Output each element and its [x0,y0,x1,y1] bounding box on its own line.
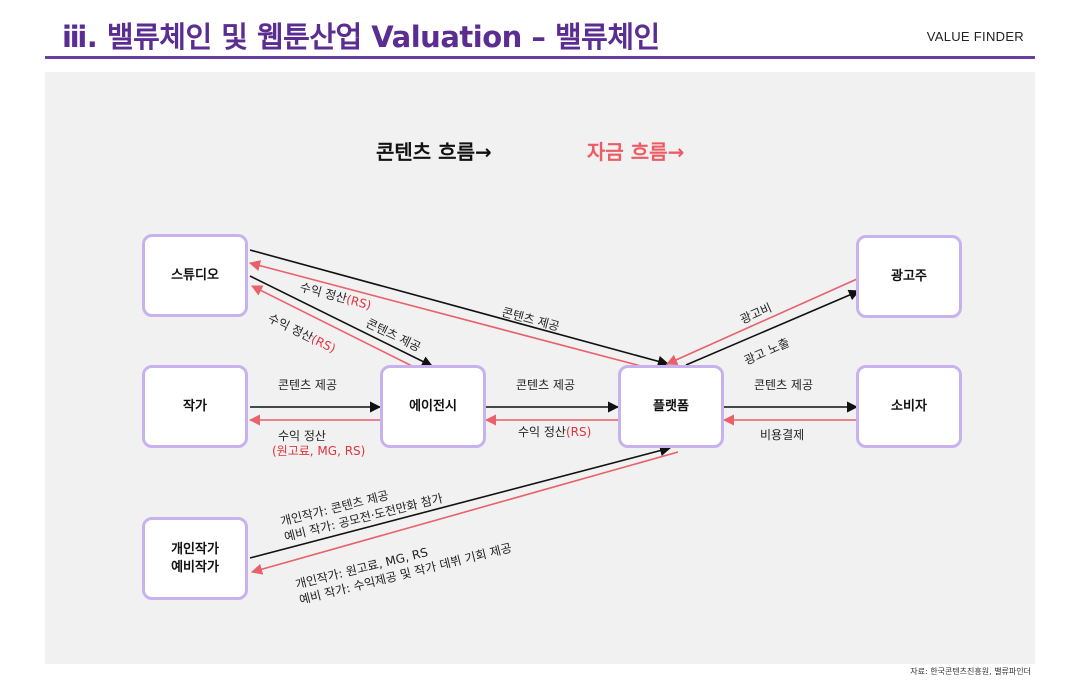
node-platform: 플랫폼 [618,365,724,448]
title-divider [45,56,1035,59]
arrow-studio-platform-content [249,249,670,367]
legend-money-flow: 자금 흐름→ [587,140,685,164]
label-agency-platform-content: 콘텐츠 제공 [516,378,576,392]
arrow-individual-platform [249,445,672,559]
label-agency-writer-revenue: 수익 정산 [278,429,326,443]
page-title: ⅲ. 밸류체인 및 웹툰산업 Valuation – 밸류체인 [62,20,660,54]
label-consumer-platform-payment: 비용결제 [760,428,805,442]
node-consumer: 소비자 [856,365,962,448]
node-studio: 스튜디오 [142,234,248,317]
brand-logo-text: VALUE FINDER [926,29,1024,44]
label-platform-agency-revenue: 수익 정산(RS) [518,425,592,439]
node-agency: 에이전시 [380,365,486,448]
arrow-advertiser-platform-fee [665,278,858,365]
arrow-platform-advertiser-exposure [685,289,861,366]
label-platform-consumer-content: 콘텐츠 제공 [754,378,814,392]
node-writer: 작가 [142,365,248,448]
node-advertiser: 광고주 [856,235,962,318]
node-individual: 개인작가 예비작가 [142,517,248,600]
arrow-agency-studio-revenue [250,285,421,371]
arrow-platform-studio-revenue [248,260,657,371]
arrow-platform-individual [250,451,679,575]
label-agency-writer-revenue-detail: (원고료, MG, RS) [272,444,366,458]
label-writer-agency-content: 콘텐츠 제공 [278,378,338,392]
arrow-studio-agency-content [249,275,434,367]
legend-content-flow: 콘텐츠 흐름→ [376,140,492,164]
source-note: 자료: 한국콘텐츠진흥원, 밸류파인더 [910,667,1031,676]
